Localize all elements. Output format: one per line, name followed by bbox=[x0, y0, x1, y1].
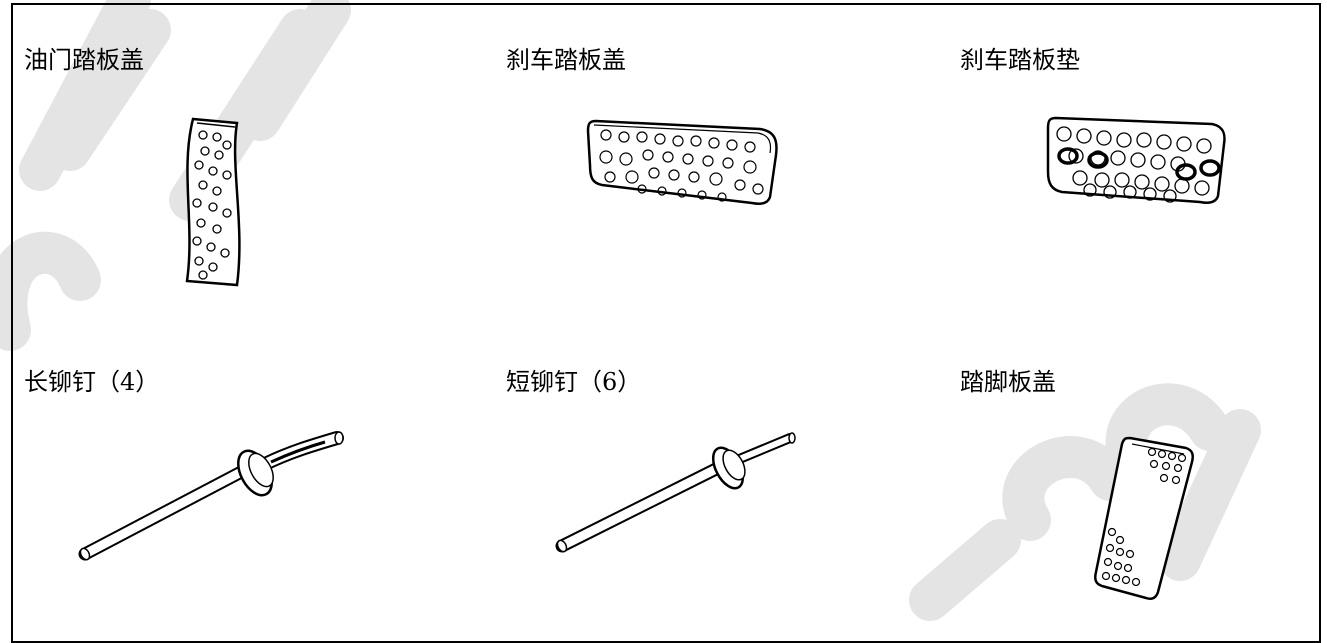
part-label: 踏脚板盖 bbox=[960, 368, 1056, 396]
part-label: 长铆钉（4） bbox=[24, 368, 160, 396]
part-label: 刹车踏板盖 bbox=[506, 46, 626, 74]
footrest-cover-icon bbox=[1094, 436, 1194, 600]
part-label: 短铆钉（6） bbox=[506, 368, 642, 396]
accelerator-pedal-cover-icon bbox=[185, 117, 241, 287]
long-rivet-icon bbox=[78, 431, 344, 561]
part-label: 刹车踏板垫 bbox=[960, 46, 1080, 74]
short-rivet-icon bbox=[555, 432, 796, 553]
part-label: 油门踏板盖 bbox=[24, 46, 144, 74]
brake-pedal-cover-icon bbox=[586, 119, 778, 205]
brake-pedal-pad-icon bbox=[1046, 116, 1226, 204]
